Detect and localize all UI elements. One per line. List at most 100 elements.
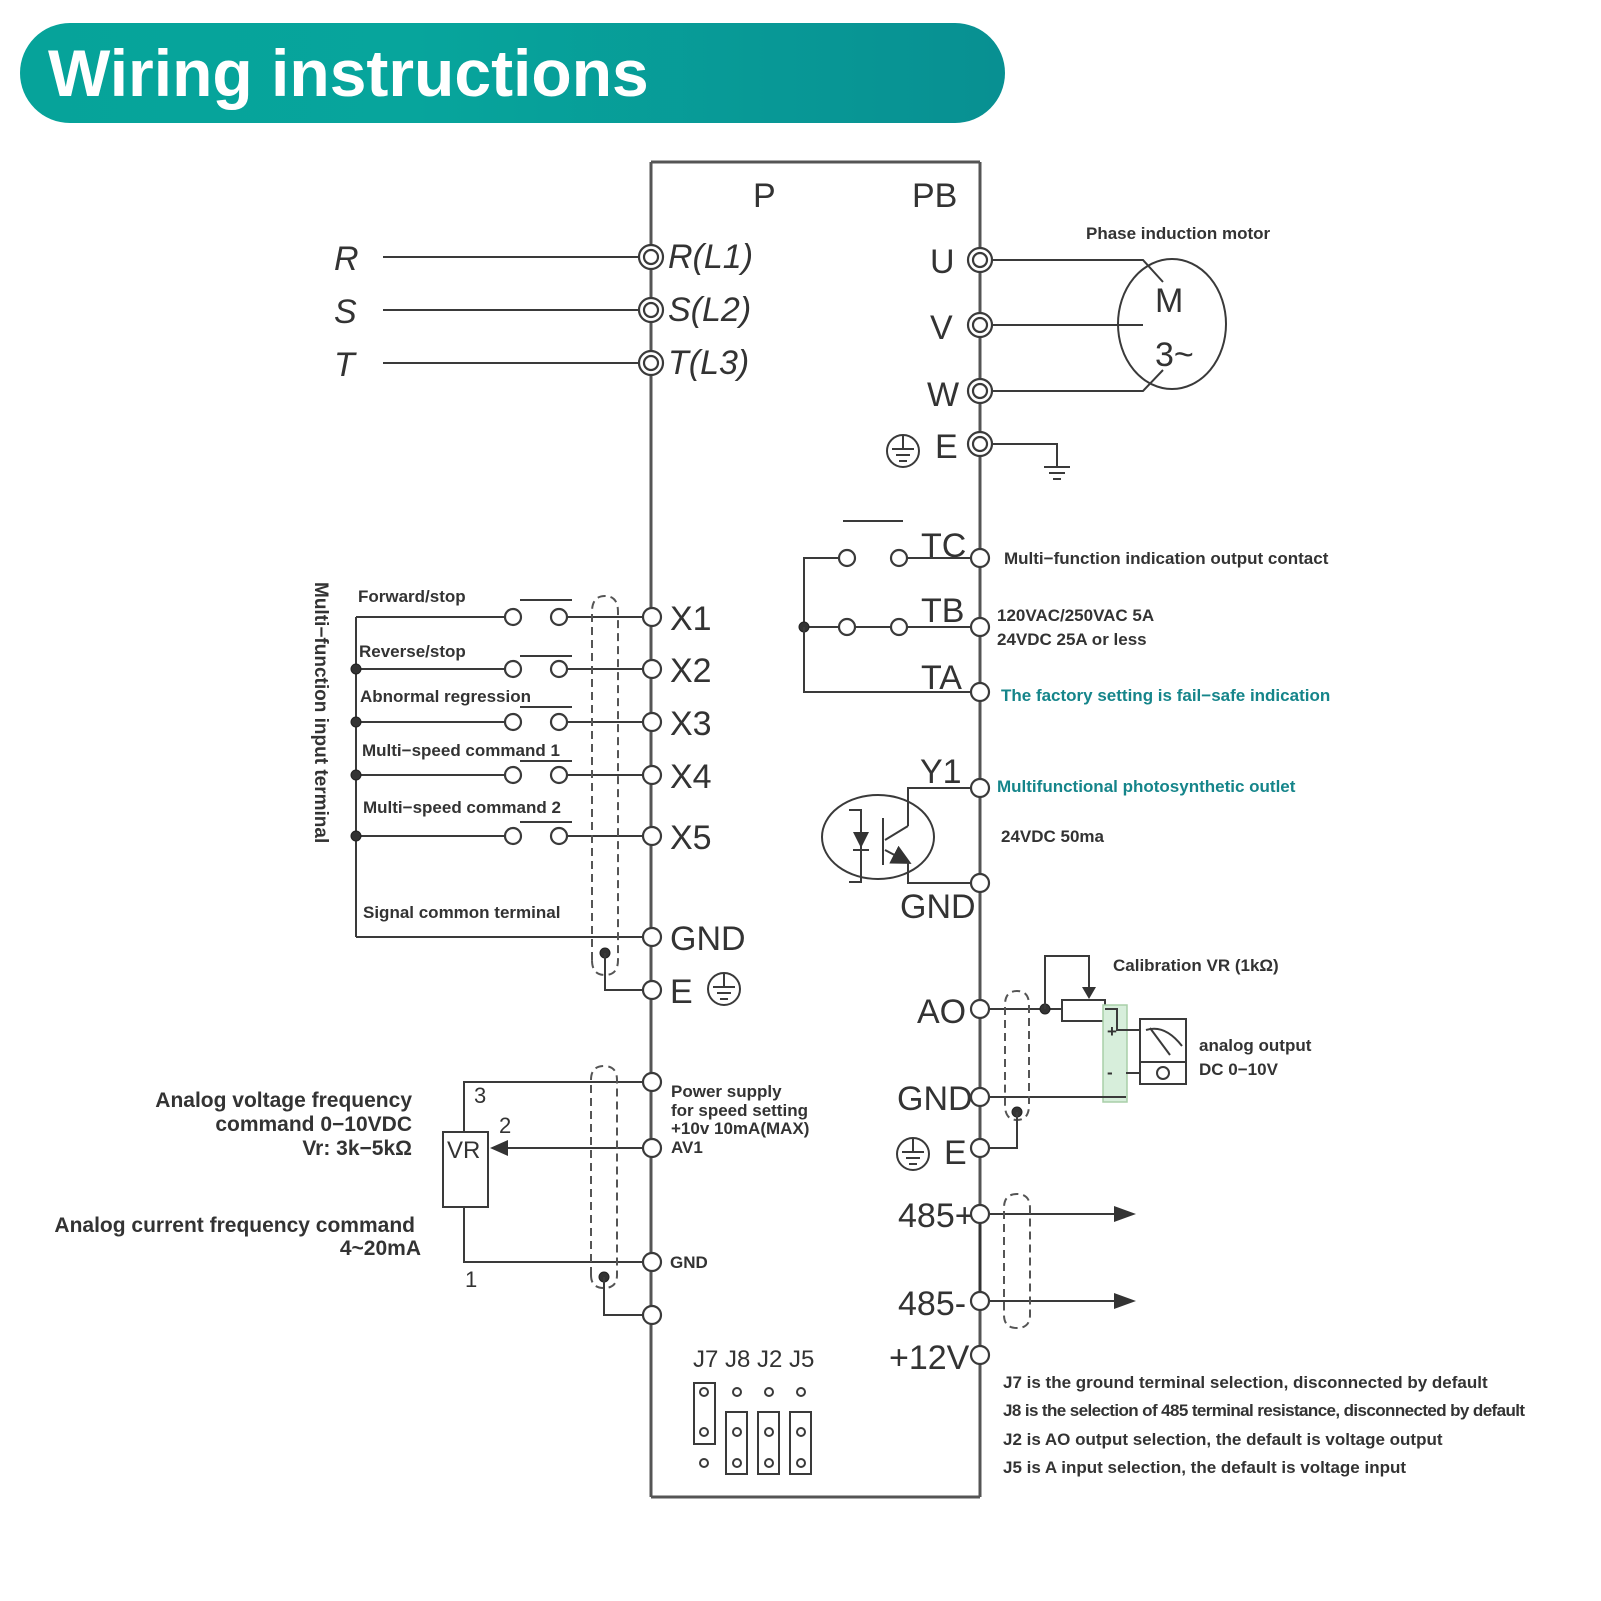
terminal-gnd-ao-label: GND (897, 1080, 973, 1118)
vr-potentiometer (442, 1131, 489, 1208)
meter-label-2: DC 0−10V (1199, 1060, 1279, 1079)
terminal-485minus-label: 485- (898, 1285, 966, 1323)
analog-current-label-2: 4~20mA (340, 1237, 421, 1260)
photo-output-note: Multifunctional photosynthetic outlet (997, 777, 1296, 796)
motor-symbol (1117, 258, 1227, 390)
input-label-x2: Reverse/stop (359, 642, 466, 661)
jumper-note-j8: J8 is the selection of 485 terminal resi… (1003, 1401, 1525, 1420)
jumper-j8-label: J8 (725, 1346, 750, 1373)
terminal-s-label: S(L2) (668, 291, 751, 329)
analog-input: Analog voltage frequency command 0−10VDC… (54, 1064, 809, 1326)
input-row-x4: Multi−speed command 1 X4 (350, 741, 712, 796)
photo-output-rating: 24VDC 50ma (1001, 827, 1105, 846)
terminal-tc-label: TC (921, 527, 966, 565)
jumper-j8 (725, 1411, 748, 1475)
terminal-w-label: W (927, 376, 959, 414)
vr-pin-2: 2 (499, 1113, 511, 1138)
jumper-j5-label: J5 (789, 1346, 814, 1373)
terminal-x2-label: X2 (670, 652, 712, 690)
terminal-y1-label: Y1 (920, 753, 962, 791)
earth-icon (896, 1137, 930, 1171)
terminal-tb-label: TB (921, 592, 964, 630)
label-p: P (753, 177, 776, 215)
input-label-x4: Multi−speed command 1 (362, 741, 560, 760)
line-s-label: S (334, 293, 357, 331)
motor-output: Phase induction motor U V W E M 3~ (886, 224, 1271, 480)
label-pb: PB (912, 177, 957, 215)
terminal-485plus-label: 485+ (898, 1197, 975, 1235)
input-row-x3: Abnormal regression X3 (350, 687, 712, 743)
supply-note-2: for speed setting (671, 1101, 808, 1120)
earth-icon (886, 434, 920, 468)
header-banner: Wiring instructions (20, 23, 1005, 123)
input-row-x5: Multi−speed command 2 X5 (350, 798, 712, 857)
analog-voltage-label-3: Vr: 3k−5kΩ (302, 1137, 412, 1160)
supply-note-1: Power supply (671, 1082, 782, 1101)
meter-minus: - (1107, 1063, 1113, 1082)
multi-function-input: Multi−function input terminal Forward/st… (310, 582, 746, 1011)
relay-output: TC TB TA Multi−function indication outpu… (798, 520, 1330, 705)
line-t-label: T (334, 346, 357, 384)
vr-pin-3: 3 (474, 1083, 486, 1108)
terminal-av1-label: AV1 (671, 1138, 703, 1157)
multi-input-side-label: Multi−function input terminal (310, 582, 331, 843)
shielded-cable (1003, 1192, 1031, 1330)
analog-voltage-label-2: command 0−10VDC (215, 1113, 412, 1136)
jumper-j2-label: J2 (757, 1346, 782, 1373)
meter-plus: + (1107, 1022, 1117, 1041)
terminal-ao-label: AO (917, 993, 966, 1031)
jumper-j2 (757, 1411, 780, 1475)
jumper-block: J7 J8 J2 J5 (693, 1346, 814, 1475)
terminal-x3-label: X3 (670, 705, 712, 743)
page-title: Wiring instructions (48, 36, 649, 110)
motor-symbol-m: M (1155, 282, 1183, 320)
vr-pin-1: 1 (465, 1267, 477, 1292)
vr-label: VR (447, 1137, 480, 1164)
analog-current-label-1: Analog current frequency command (54, 1214, 415, 1237)
analog-output: AO Calibration VR (1kΩ) + - analog outpu… (896, 955, 1312, 1172)
photo-coupler-output: Y1 GND Multifunctional photosynthetic ou… (821, 753, 1296, 926)
terminal-e-ao-label: E (944, 1134, 967, 1172)
terminal-t-label: T(L3) (668, 344, 749, 382)
jumper-note-j7: J7 is the ground terminal selection, dis… (1003, 1373, 1488, 1392)
terminal-u-label: U (930, 243, 955, 281)
line-r-label: R (334, 240, 359, 278)
terminal-e-label: E (935, 428, 958, 466)
terminal-v-label: V (930, 309, 953, 347)
shielded-cable (591, 594, 619, 977)
jumper-note-j2: J2 is AO output selection, the default i… (1003, 1430, 1443, 1449)
motor-caption: Phase induction motor (1086, 224, 1271, 243)
relay-note-function: Multi−function indication output contact (1004, 549, 1329, 568)
input-row-x2: Reverse/stop X2 (350, 642, 712, 690)
terminal-gnd-photo-label: GND (900, 888, 976, 926)
signal-common-label: Signal common terminal (363, 903, 560, 922)
terminal-x4-label: X4 (670, 758, 712, 796)
terminal-x1-label: X1 (670, 600, 712, 638)
analog-voltage-label-1: Analog voltage frequency (155, 1089, 412, 1112)
meter-icon (1139, 1018, 1187, 1085)
shielded-cable (1004, 989, 1030, 1122)
relay-note-factory: The factory setting is fail−safe indicat… (1001, 686, 1330, 705)
relay-note-ac-rating: 120VAC/250VAC 5A (997, 606, 1154, 625)
terminal-x5-label: X5 (670, 819, 712, 857)
meter-label-1: analog output (1199, 1036, 1312, 1055)
supply-note-3: +10v 10mA(MAX) (671, 1119, 809, 1138)
input-label-x1: Forward/stop (358, 587, 466, 606)
relay-note-dc-rating: 24VDC 25A or less (997, 630, 1147, 649)
ground-icon (1044, 466, 1070, 480)
jumper-notes: J7 is the ground terminal selection, dis… (1003, 1373, 1526, 1477)
jumper-note-j5: J5 is A input selection, the default is … (1003, 1458, 1406, 1477)
input-label-x5: Multi−speed command 2 (363, 798, 561, 817)
input-label-x3: Abnormal regression (360, 687, 531, 706)
input-row-x1: Forward/stop X1 (356, 587, 712, 638)
jumper-j5 (789, 1411, 812, 1475)
terminal-gnd-analog-label: GND (670, 1253, 708, 1272)
jumper-j7 (693, 1382, 716, 1445)
terminal-ta-label: TA (921, 659, 962, 697)
terminal-12v-label: +12V (889, 1339, 970, 1377)
calibration-resistor (1061, 999, 1106, 1022)
shielded-cable (590, 1064, 618, 1290)
motor-symbol-phase: 3~ (1155, 336, 1194, 374)
terminal-r-label: R(L1) (668, 238, 753, 276)
